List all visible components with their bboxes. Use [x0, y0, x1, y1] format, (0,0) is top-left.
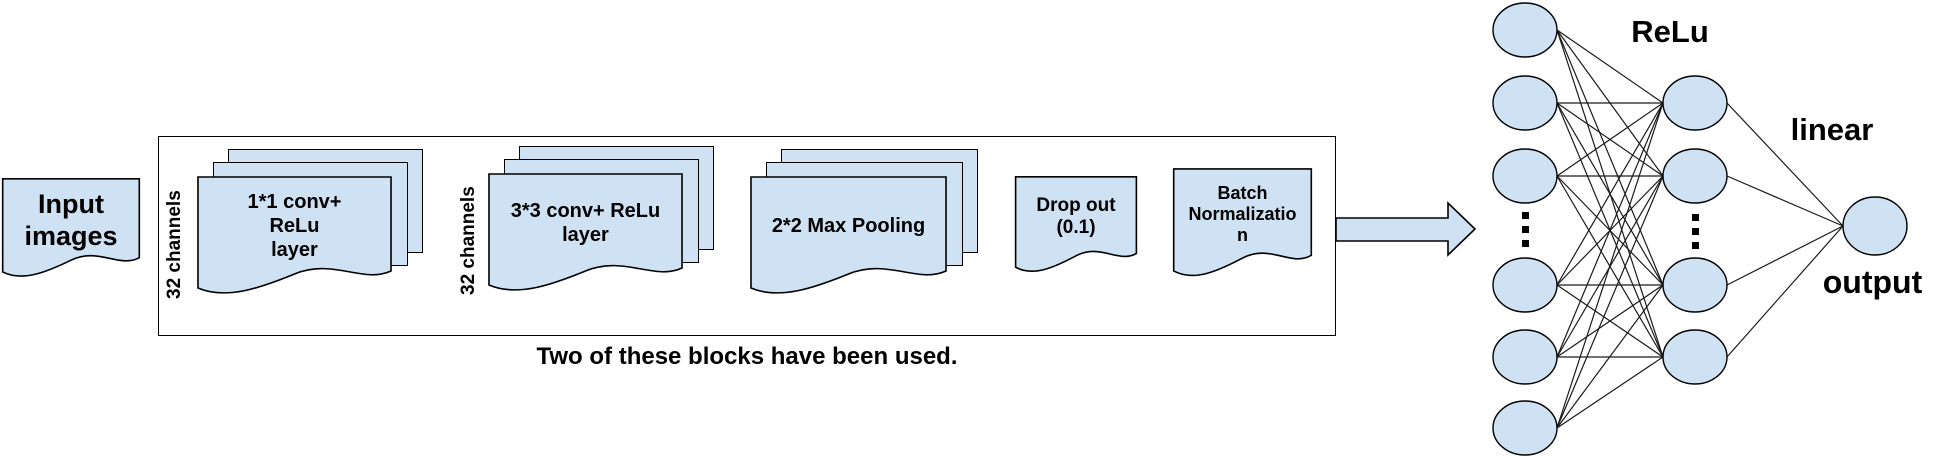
maxpool-stack: 2*2 Max Pooling [750, 149, 978, 301]
dropout-node: Drop out (0.1) [1015, 176, 1137, 277]
conv3x3-stack: 3*3 conv+ ReLu layer [488, 146, 714, 298]
input-images-node: Input images [2, 178, 140, 282]
conv3x3-node: 3*3 conv+ ReLu layer [488, 173, 683, 297]
doc-wave-shape [1015, 176, 1137, 277]
channels-label-1: 32 channels [164, 190, 185, 300]
maxpool-node: 2*2 Max Pooling [750, 176, 947, 300]
conv1x1-node: 1*1 conv+ ReLu layer [197, 176, 392, 300]
doc-wave-shape [488, 173, 683, 297]
flow-arrow-shape [1336, 201, 1477, 257]
linear-layer-label: linear [1790, 112, 1874, 147]
neural-network [1492, 2, 1908, 456]
doc-wave-shape [197, 176, 392, 300]
doc-wave-shape [2, 178, 140, 282]
dropout-label: Drop out (0.1) [1036, 195, 1116, 239]
maxpool-label: 2*2 Max Pooling [771, 215, 926, 238]
batchnorm-node: Batch Normalizatio n [1173, 168, 1312, 282]
flow-arrow [1336, 201, 1477, 257]
doc-wave-shape [750, 176, 947, 300]
relu-layer-label: ReLu [1631, 14, 1709, 49]
conv1x1-stack: 1*1 conv+ ReLu layer [197, 149, 423, 301]
channels-label-2: 32 channels [458, 186, 479, 296]
conv1x1-label: 1*1 conv+ ReLu layer [247, 191, 342, 261]
doc-wave-shape [1173, 168, 1312, 282]
input-images-label: Input images [24, 188, 118, 251]
block-caption: Two of these blocks have been used. [536, 343, 958, 370]
conv3x3-label: 3*3 conv+ ReLu layer [510, 200, 661, 246]
output-label: output [1822, 264, 1923, 300]
batchnorm-label: Batch Normalizatio n [1188, 182, 1297, 246]
